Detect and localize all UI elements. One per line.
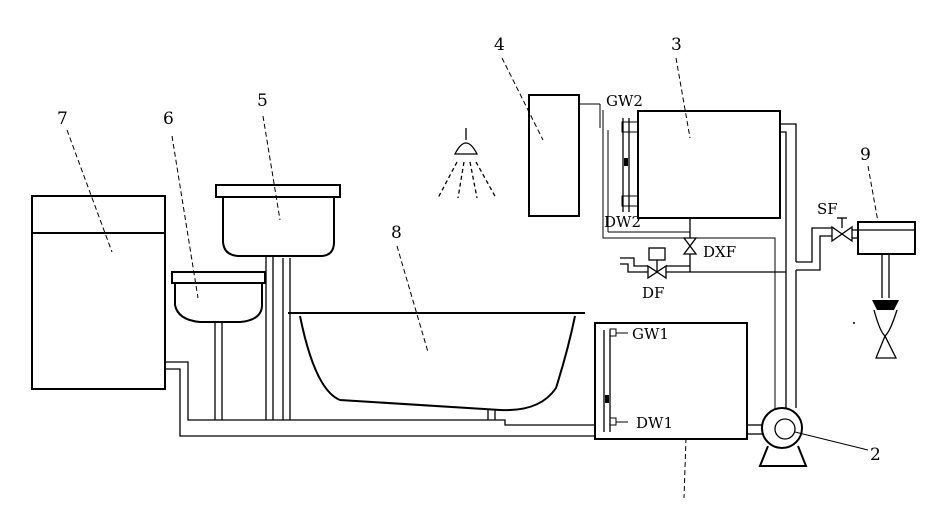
label-2: 2 [870, 445, 881, 465]
label-6: 6 [163, 109, 174, 129]
valve-sf [831, 217, 858, 243]
label-5: 5 [257, 91, 268, 111]
drain-pipe [165, 361, 600, 437]
label-sf: SF [817, 200, 838, 218]
pump-2 [747, 407, 869, 467]
label-gw1: GW1 [632, 325, 669, 343]
valve-dxf [682, 218, 698, 272]
sink-5 [215, 184, 341, 420]
label-dxf: DXF [703, 243, 736, 261]
label-3: 3 [671, 35, 682, 55]
label-9: 9 [860, 145, 871, 165]
label-7: 7 [57, 109, 68, 129]
treatment-tank-1 [594, 322, 748, 440]
label-dw1: DW1 [636, 414, 673, 432]
label-dw2: DW2 [604, 213, 641, 231]
shower-head-icon [437, 128, 497, 199]
label-df: DF [642, 284, 664, 302]
leader-lines [66, 57, 879, 499]
label-4: 4 [494, 35, 505, 55]
tank-7 [31, 195, 166, 390]
valve-df [620, 247, 786, 280]
label-gw2: GW2 [606, 92, 643, 110]
bathtub-8 [282, 258, 585, 420]
heater-tank-3 [607, 110, 781, 233]
label-8: 8 [391, 223, 402, 243]
wash-basin-6 [171, 271, 266, 420]
unit-9 [853, 221, 916, 359]
controller-4 [528, 94, 601, 217]
